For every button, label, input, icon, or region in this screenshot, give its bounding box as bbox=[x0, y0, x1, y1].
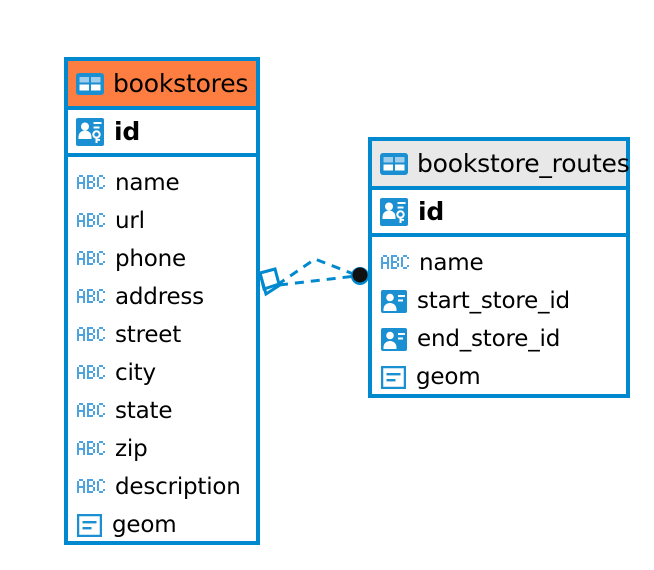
field-label: phone bbox=[115, 246, 186, 272]
primary-key-row-bookstore-routes[interactable]: id bbox=[372, 190, 626, 237]
field-row[interactable]: url bbox=[68, 202, 256, 240]
table-icon bbox=[380, 152, 408, 175]
abc-text-icon bbox=[381, 255, 409, 269]
field-list-bookstore-routes: name start_store_id end_store_id bbox=[372, 237, 626, 396]
relationship-line-lower bbox=[278, 274, 357, 287]
field-row[interactable]: start_store_id bbox=[372, 282, 626, 320]
field-label: address bbox=[115, 284, 204, 310]
field-row[interactable]: state bbox=[68, 392, 256, 430]
field-label: state bbox=[115, 398, 173, 424]
entity-table-bookstores[interactable]: bookstores id bbox=[64, 57, 260, 545]
entity-title-bookstore-routes: bookstore_routes bbox=[417, 149, 630, 178]
field-label: start_store_id bbox=[417, 288, 570, 314]
table-icon bbox=[76, 72, 104, 95]
field-row[interactable]: geom bbox=[372, 358, 626, 396]
abc-text-icon bbox=[77, 441, 105, 455]
primary-key-row-bookstores[interactable]: id bbox=[68, 110, 256, 157]
field-row[interactable]: description bbox=[68, 468, 256, 506]
field-label: name bbox=[419, 250, 484, 276]
field-label: geom bbox=[112, 512, 177, 538]
abc-text-icon bbox=[77, 175, 105, 189]
abc-text-icon bbox=[77, 213, 105, 227]
field-label: city bbox=[115, 360, 156, 386]
field-row[interactable]: address bbox=[68, 278, 256, 316]
field-label: url bbox=[115, 208, 145, 234]
foreign-key-icon bbox=[381, 289, 407, 313]
field-label: geom bbox=[416, 364, 481, 390]
geometry-icon bbox=[77, 513, 102, 537]
field-row[interactable]: geom bbox=[68, 506, 256, 544]
entity-header-bookstores[interactable]: bookstores bbox=[68, 61, 256, 110]
field-label: name bbox=[115, 170, 180, 196]
field-label: street bbox=[115, 322, 182, 348]
geometry-icon bbox=[381, 365, 406, 389]
field-row[interactable]: name bbox=[68, 164, 256, 202]
field-label: zip bbox=[115, 436, 148, 462]
foreign-key-icon bbox=[381, 327, 407, 351]
diamond-marker-tail bbox=[258, 272, 281, 297]
abc-text-icon bbox=[77, 289, 105, 303]
field-row[interactable]: city bbox=[68, 354, 256, 392]
entity-table-bookstore-routes[interactable]: bookstore_routes id bbox=[368, 137, 630, 398]
primary-key-label-bookstores: id bbox=[114, 117, 141, 146]
entity-header-bookstore-routes[interactable]: bookstore_routes bbox=[372, 141, 630, 190]
field-list-bookstores: name url bbox=[68, 157, 256, 544]
field-row[interactable]: zip bbox=[68, 430, 256, 468]
field-row[interactable]: end_store_id bbox=[372, 320, 626, 358]
field-row[interactable]: phone bbox=[68, 240, 256, 278]
primary-key-icon bbox=[380, 197, 408, 226]
entity-title-bookstores: bookstores bbox=[113, 69, 249, 98]
field-label: end_store_id bbox=[417, 326, 561, 352]
primary-key-icon bbox=[76, 117, 104, 146]
field-row[interactable]: name bbox=[372, 244, 626, 282]
abc-text-icon bbox=[77, 365, 105, 379]
abc-text-icon bbox=[77, 479, 105, 493]
field-row[interactable]: street bbox=[68, 316, 256, 354]
relationship-connector[interactable] bbox=[255, 245, 375, 315]
primary-key-label-bookstore-routes: id bbox=[418, 197, 445, 226]
abc-text-icon bbox=[77, 251, 105, 265]
filled-circle-marker bbox=[352, 267, 368, 283]
field-label: description bbox=[115, 474, 241, 500]
abc-text-icon bbox=[77, 327, 105, 341]
abc-text-icon bbox=[77, 403, 105, 417]
